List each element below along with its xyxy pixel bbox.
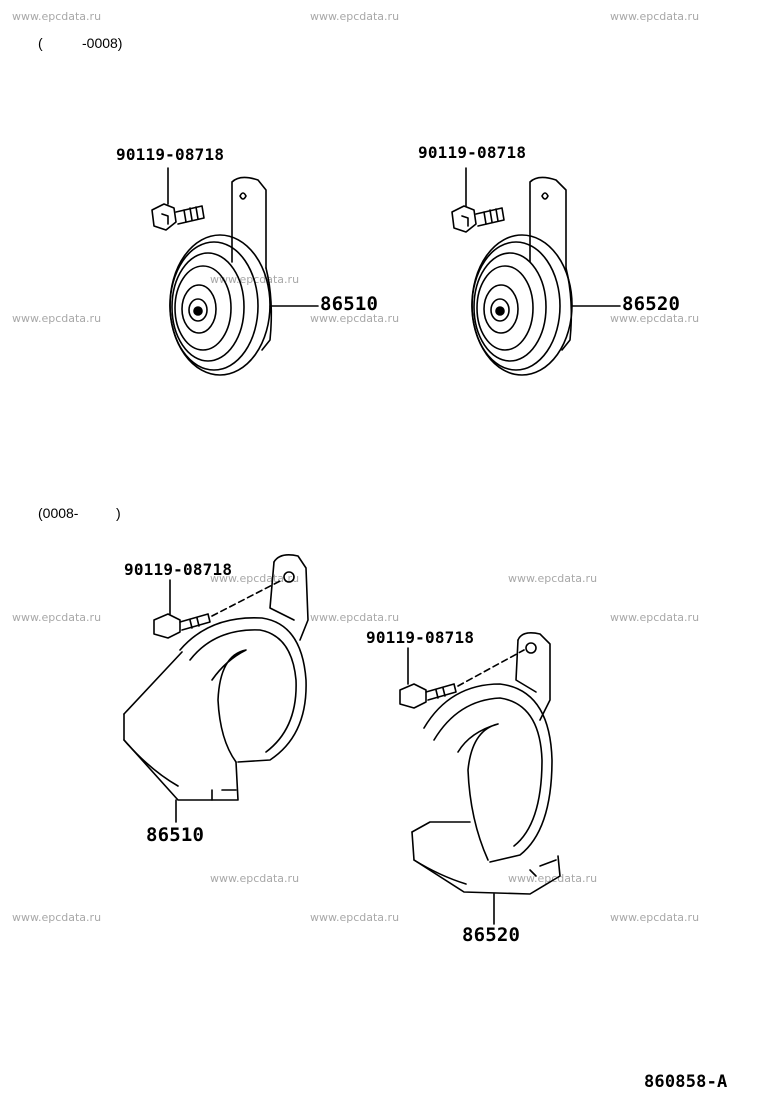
watermark: www.epcdata.ru: [210, 872, 300, 885]
watermark: www.epcdata.ru: [12, 611, 102, 624]
watermark: www.epcdata.ru: [12, 911, 102, 924]
part-number-horn: 86520: [462, 924, 521, 946]
part-number-horn: 86510: [320, 293, 379, 315]
watermark: www.epcdata.ru: [310, 10, 400, 23]
bolt-top-left: [151, 167, 205, 231]
drawing-code: 860858-A: [644, 1072, 728, 1092]
bolt-top-right: [451, 167, 505, 233]
snail-horn-86520: [411, 632, 561, 895]
watermark: www.epcdata.ru: [310, 911, 400, 924]
watermark: www.epcdata.ru: [12, 312, 102, 325]
disc-horn-86520: [471, 176, 573, 376]
bolt-bottom-right: [399, 647, 457, 709]
bolt-alignment-line: [211, 579, 283, 617]
watermark: www.epcdata.ru: [610, 611, 700, 624]
bolt-alignment-line: [457, 649, 525, 687]
section-note-close: ): [116, 505, 121, 521]
watermark: www.epcdata.ru: [508, 572, 598, 585]
watermark: www.epcdata.ru: [610, 911, 700, 924]
part-number-horn: 86520: [622, 293, 681, 315]
part-number-bolt: 90119-08718: [366, 628, 475, 647]
watermark: www.epcdata.ru: [610, 312, 700, 325]
part-number-bolt: 90119-08718: [418, 143, 527, 162]
part-number-horn: 86510: [146, 824, 205, 846]
watermark: www.epcdata.ru: [508, 872, 598, 885]
watermark: www.epcdata.ru: [610, 10, 700, 23]
watermark: www.epcdata.ru: [12, 10, 102, 23]
disc-horn-86510: [169, 176, 273, 376]
watermark: www.epcdata.ru: [210, 572, 300, 585]
watermark: www.epcdata.ru: [310, 312, 400, 325]
watermark: www.epcdata.ru: [310, 611, 400, 624]
section-note-open: (: [38, 35, 43, 51]
section-note-open: (0008-: [38, 505, 79, 521]
part-number-bolt: 90119-08718: [124, 560, 233, 579]
section-note-close: -0008): [82, 35, 123, 51]
part-number-bolt: 90119-08718: [116, 145, 225, 164]
bolt-bottom-left: [153, 579, 211, 639]
snail-horn-86510: [123, 554, 309, 801]
